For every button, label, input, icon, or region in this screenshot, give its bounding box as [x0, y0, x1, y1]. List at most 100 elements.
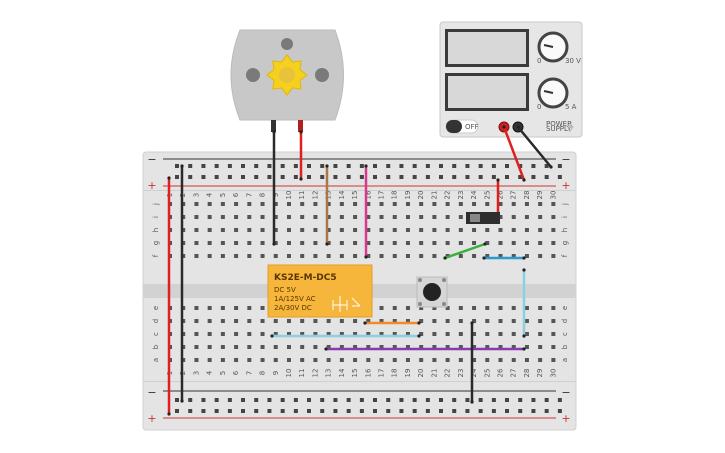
terminal-hole[interactable]	[247, 332, 252, 336]
terminal-hole[interactable]	[485, 358, 490, 362]
rail-hole[interactable]	[425, 175, 430, 179]
terminal-hole[interactable]	[313, 215, 318, 219]
terminal-hole[interactable]	[445, 202, 450, 206]
terminal-hole[interactable]	[260, 319, 265, 323]
terminal-hole[interactable]	[194, 358, 199, 362]
terminal-hole[interactable]	[472, 202, 477, 206]
terminal-hole[interactable]	[366, 215, 371, 219]
rail-hole[interactable]	[531, 175, 536, 179]
terminal-hole[interactable]	[472, 241, 477, 245]
rail-hole[interactable]	[333, 164, 338, 168]
terminal-hole[interactable]	[353, 345, 358, 349]
terminal-hole[interactable]	[353, 215, 358, 219]
rail-hole[interactable]	[544, 409, 549, 413]
terminal-hole[interactable]	[194, 345, 199, 349]
rail-hole[interactable]	[386, 164, 391, 168]
terminal-hole[interactable]	[485, 228, 490, 232]
terminal-hole[interactable]	[366, 241, 371, 245]
terminal-hole[interactable]	[445, 332, 450, 336]
terminal-hole[interactable]	[247, 345, 252, 349]
terminal-hole[interactable]	[511, 202, 516, 206]
rail-hole[interactable]	[188, 164, 193, 168]
terminal-hole[interactable]	[286, 345, 291, 349]
terminal-hole[interactable]	[234, 241, 239, 245]
terminal-hole[interactable]	[472, 345, 477, 349]
terminal-hole[interactable]	[432, 358, 437, 362]
rail-hole[interactable]	[227, 164, 232, 168]
terminal-hole[interactable]	[260, 228, 265, 232]
terminal-hole[interactable]	[353, 202, 358, 206]
terminal-hole[interactable]	[366, 358, 371, 362]
rail-hole[interactable]	[254, 164, 259, 168]
terminal-hole[interactable]	[220, 345, 225, 349]
terminal-hole[interactable]	[260, 254, 265, 258]
rail-hole[interactable]	[452, 398, 457, 402]
terminal-hole[interactable]	[379, 332, 384, 336]
rail-hole[interactable]	[280, 164, 285, 168]
terminal-hole[interactable]	[207, 215, 212, 219]
terminal-hole[interactable]	[194, 228, 199, 232]
wire-psu-negative[interactable]	[516, 125, 553, 169]
terminal-hole[interactable]	[366, 228, 371, 232]
terminal-hole[interactable]	[405, 228, 410, 232]
terminal-hole[interactable]	[524, 319, 529, 323]
terminal-hole[interactable]	[392, 345, 397, 349]
rail-hole[interactable]	[452, 175, 457, 179]
terminal-hole[interactable]	[366, 202, 371, 206]
slide-switch-lever[interactable]	[470, 214, 480, 222]
terminal-hole[interactable]	[432, 332, 437, 336]
terminal-hole[interactable]	[339, 358, 344, 362]
terminal-hole[interactable]	[260, 345, 265, 349]
rail-hole[interactable]	[201, 409, 206, 413]
rail-hole[interactable]	[412, 409, 417, 413]
terminal-hole[interactable]	[260, 306, 265, 310]
motor-lead-black[interactable]	[271, 120, 276, 132]
terminal-hole[interactable]	[247, 358, 252, 362]
terminal-hole[interactable]	[511, 345, 516, 349]
terminal-hole[interactable]	[273, 228, 278, 232]
terminal-hole[interactable]	[379, 345, 384, 349]
rail-hole[interactable]	[307, 164, 311, 168]
terminal-hole[interactable]	[524, 241, 529, 245]
rail-hole[interactable]	[175, 175, 179, 179]
terminal-hole[interactable]	[485, 345, 490, 349]
terminal-hole[interactable]	[326, 202, 331, 206]
terminal-hole[interactable]	[511, 332, 516, 336]
rail-hole[interactable]	[227, 175, 232, 179]
terminal-hole[interactable]	[326, 241, 331, 245]
terminal-hole[interactable]	[194, 319, 199, 323]
rail-hole[interactable]	[267, 164, 272, 168]
rail-hole[interactable]	[214, 398, 219, 402]
terminal-hole[interactable]	[247, 306, 252, 310]
terminal-hole[interactable]	[538, 358, 543, 362]
terminal-hole[interactable]	[379, 228, 384, 232]
terminal-hole[interactable]	[286, 358, 291, 362]
terminal-hole[interactable]	[432, 319, 437, 323]
terminal-hole[interactable]	[353, 254, 358, 258]
rail-hole[interactable]	[478, 398, 483, 402]
terminal-hole[interactable]	[286, 241, 291, 245]
terminal-hole[interactable]	[247, 319, 252, 323]
rail-hole[interactable]	[412, 398, 417, 402]
terminal-hole[interactable]	[458, 202, 463, 206]
terminal-hole[interactable]	[511, 254, 516, 258]
terminal-hole[interactable]	[432, 228, 437, 232]
terminal-hole[interactable]	[538, 319, 543, 323]
rail-hole[interactable]	[491, 164, 496, 168]
terminal-hole[interactable]	[313, 202, 318, 206]
terminal-hole[interactable]	[366, 332, 371, 336]
rail-hole[interactable]	[241, 409, 245, 413]
terminal-hole[interactable]	[511, 228, 516, 232]
terminal-hole[interactable]	[524, 345, 529, 349]
terminal-hole[interactable]	[234, 319, 239, 323]
terminal-hole[interactable]	[379, 358, 384, 362]
rail-hole[interactable]	[412, 164, 417, 168]
terminal-hole[interactable]	[326, 215, 331, 219]
rail-hole[interactable]	[491, 175, 496, 179]
rail-hole[interactable]	[214, 409, 219, 413]
terminal-hole[interactable]	[405, 241, 410, 245]
terminal-hole[interactable]	[392, 202, 397, 206]
terminal-hole[interactable]	[273, 319, 278, 323]
terminal-hole[interactable]	[551, 319, 556, 323]
